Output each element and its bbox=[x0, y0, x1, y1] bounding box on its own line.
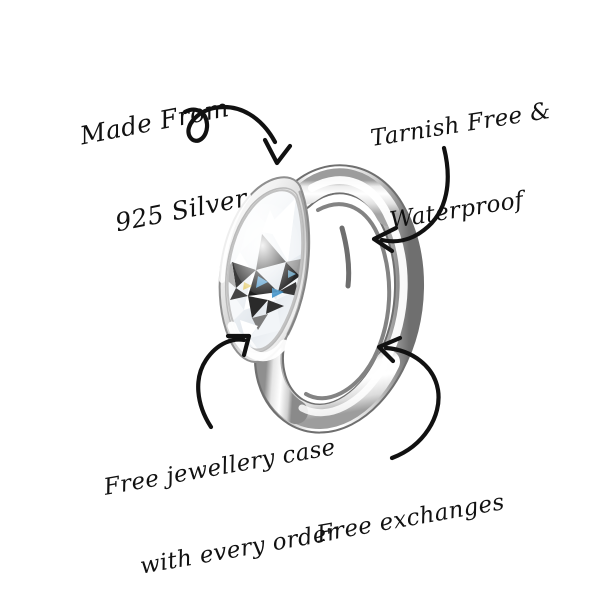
arrow-to-gemstone bbox=[182, 104, 293, 166]
arrow-to-band-lower-path bbox=[383, 345, 441, 461]
label-tarnish-line1: Tarnish Free & bbox=[368, 97, 553, 153]
arrow-to-band-lower bbox=[376, 335, 441, 461]
label-made-from-line2: 925 Silver bbox=[112, 182, 250, 237]
label-made-from-line1: Made From bbox=[77, 93, 232, 151]
band-specular-highlight bbox=[308, 176, 408, 364]
bezel-right-shadow bbox=[286, 190, 310, 336]
label-jewellery-case-line1: Free jewellery case bbox=[101, 434, 338, 501]
arrow-to-band-upper bbox=[371, 145, 450, 254]
arrow-to-band-upper-path bbox=[379, 145, 450, 244]
arrow-to-band-lower-head bbox=[376, 335, 403, 364]
label-tarnish-free-waterproof: Tarnish Free & Waterproof bbox=[360, 42, 575, 292]
arrow-to-bezel-path bbox=[196, 337, 247, 430]
label-free-exchanges-line1: Free exchanges bbox=[314, 489, 507, 548]
bezel-set-gemstone bbox=[218, 176, 311, 363]
arrow-to-gemstone-head bbox=[262, 137, 293, 166]
arrow-to-bezel-head bbox=[225, 333, 252, 358]
label-tarnish-line2: Waterproof bbox=[388, 187, 526, 235]
gemstone-facets bbox=[227, 198, 303, 350]
band-inner-shadow-notch bbox=[339, 225, 352, 289]
arrow-to-band-upper-head bbox=[371, 225, 399, 254]
arrow-to-bezel bbox=[196, 333, 252, 430]
band-specular-highlight-lower bbox=[298, 362, 388, 417]
arrow-to-gemstone-path bbox=[182, 104, 278, 145]
band-inner-highlight bbox=[320, 209, 387, 356]
band-inner-edge bbox=[304, 202, 392, 401]
bezel-upper-left-highlight bbox=[219, 193, 251, 283]
